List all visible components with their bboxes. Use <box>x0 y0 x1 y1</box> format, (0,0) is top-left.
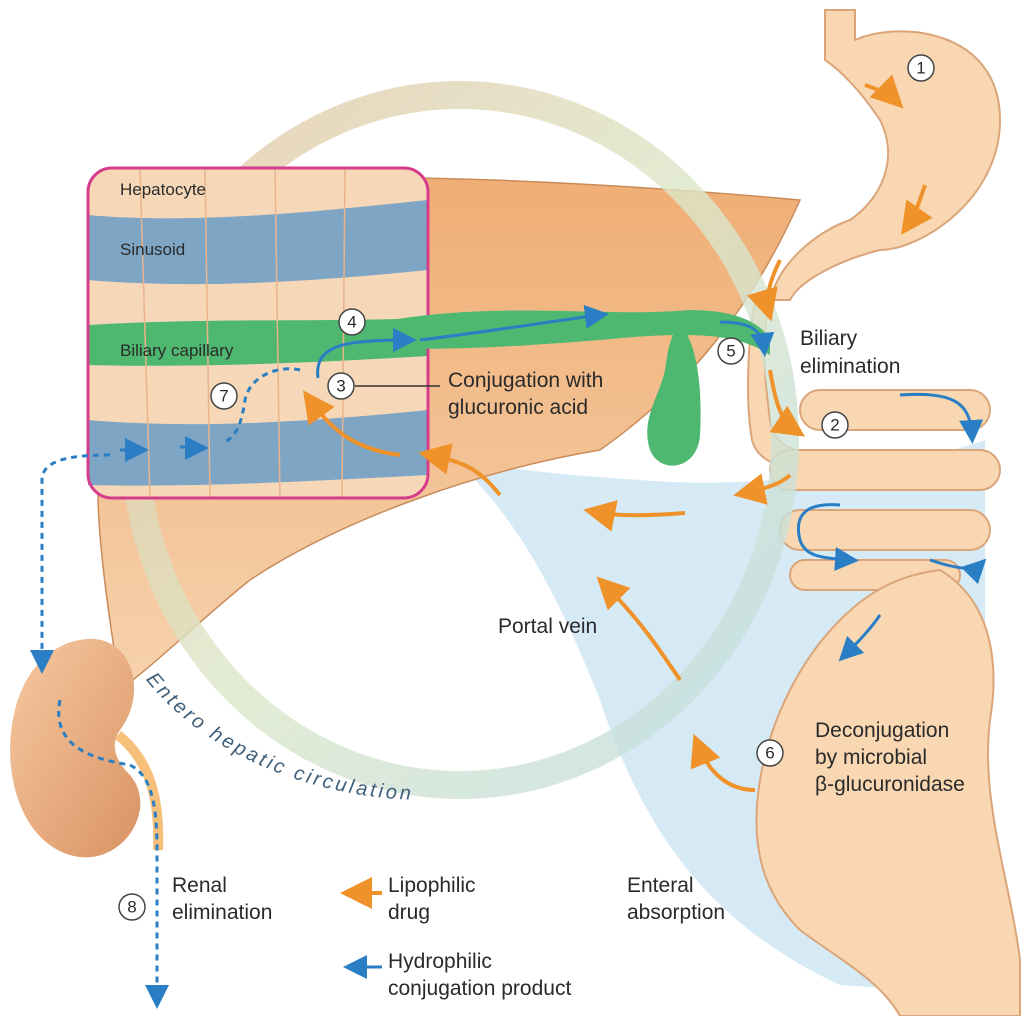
enteral-absorption-line2: absorption <box>627 901 725 924</box>
step-marker-5: 5 <box>718 338 744 364</box>
svg-text:5: 5 <box>726 342 735 361</box>
legend-lipophilic-line2: drug <box>388 901 430 924</box>
legend-hydrophilic-line1: Hydrophilic <box>388 950 492 973</box>
deconjugation-line2: by microbial <box>815 746 927 769</box>
step-marker-3: 3 <box>328 373 354 399</box>
sinusoid-label: Sinusoid <box>120 240 185 259</box>
deconjugation-line3: β-glucuronidase <box>815 773 965 796</box>
svg-text:4: 4 <box>347 313 356 332</box>
svg-text:7: 7 <box>219 387 228 406</box>
renal-elimination-line1: Renal <box>172 874 227 897</box>
svg-text:8: 8 <box>127 898 136 917</box>
hepatocyte-label: Hepatocyte <box>120 180 206 199</box>
svg-text:2: 2 <box>830 416 839 435</box>
step-marker-4: 4 <box>339 309 365 335</box>
svg-text:3: 3 <box>336 377 345 396</box>
conjugation-label-line2: glucuronic acid <box>448 396 588 419</box>
conjugation-label-line1: Conjugation with <box>448 369 603 392</box>
biliary-elimination-line1: Biliary <box>800 327 858 350</box>
legend-hydrophilic-line2: conjugation product <box>388 977 571 1000</box>
step-marker-6: 6 <box>757 740 783 766</box>
step-marker-1: 1 <box>908 55 934 81</box>
legend: Lipophilic drug Hydrophilic conjugation … <box>352 874 571 1000</box>
step-marker-2: 2 <box>822 412 848 438</box>
step-marker-7: 7 <box>211 383 237 409</box>
enteral-absorption-line1: Enteral <box>627 874 694 897</box>
biliary-capillary-label: Biliary capillary <box>120 341 234 360</box>
biliary-elimination-line2: elimination <box>800 355 900 378</box>
step-marker-8: 8 <box>119 894 145 920</box>
svg-text:6: 6 <box>765 744 774 763</box>
svg-text:1: 1 <box>916 59 925 78</box>
legend-lipophilic-line1: Lipophilic <box>388 874 476 897</box>
renal-elimination-line2: elimination <box>172 901 272 924</box>
portal-vein-label: Portal vein <box>498 615 597 638</box>
deconjugation-line1: Deconjugation <box>815 719 949 742</box>
